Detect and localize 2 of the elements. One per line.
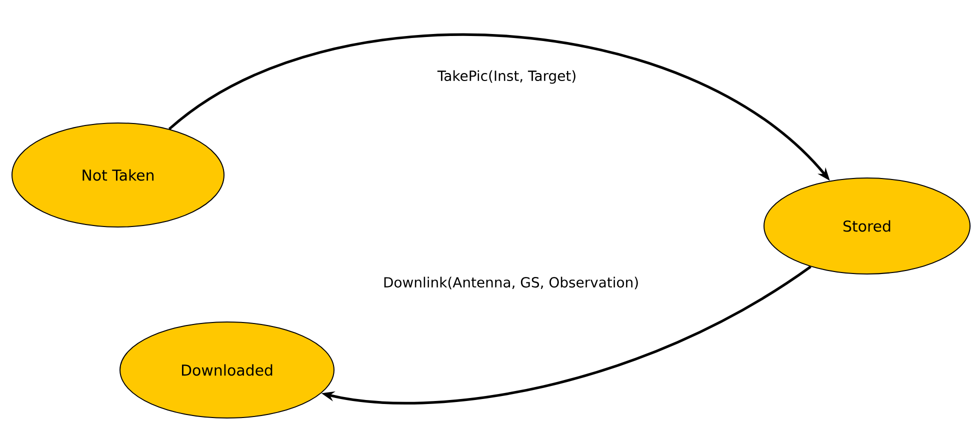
- edge-label: TakePic(Inst, Target): [436, 69, 578, 85]
- edge-label: Downlink(Antenna, GS, Observation): [382, 276, 640, 290]
